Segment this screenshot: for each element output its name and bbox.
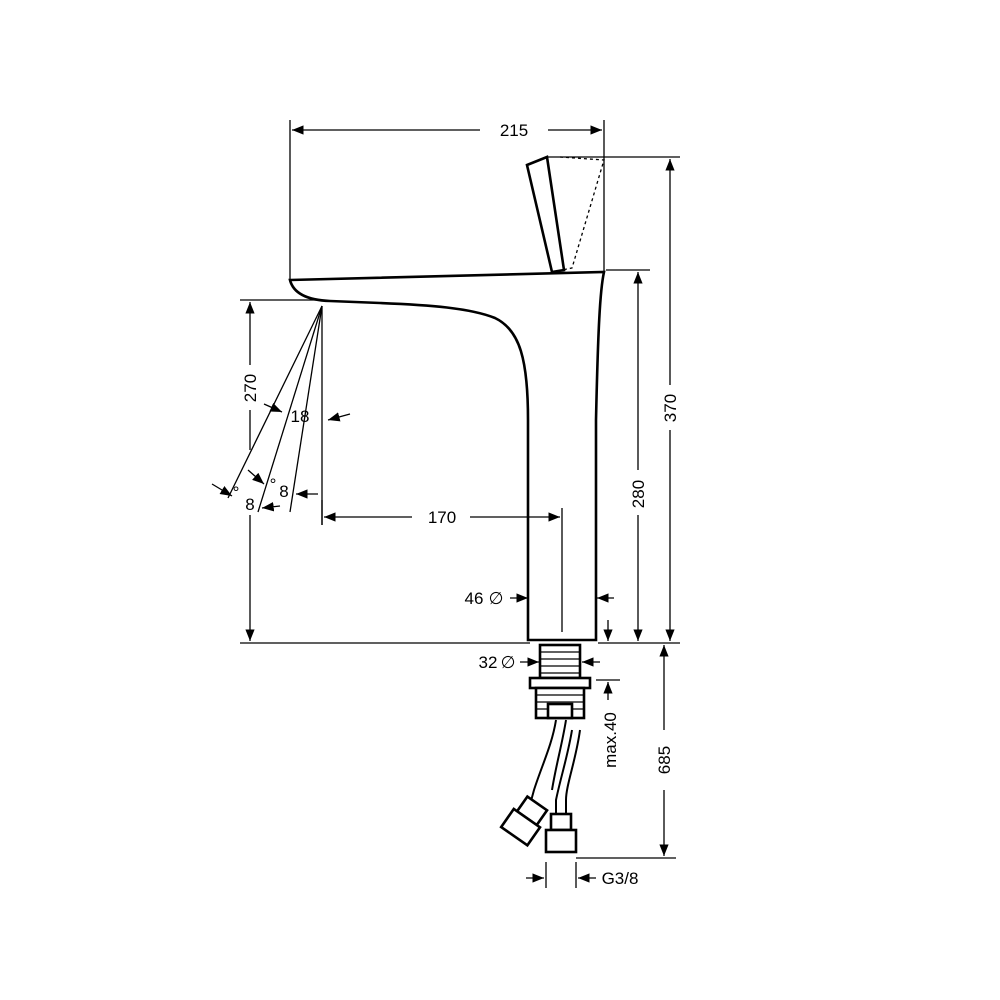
dim-label-angle-left: 8 — [245, 495, 254, 514]
dim-angles-bottom: ° 8 ° 8 — [211, 469, 318, 514]
dim-connector: G3/8 — [526, 862, 638, 888]
diameter-symbol-body: ∅ — [489, 589, 504, 608]
dim-spout-height: 280 — [606, 269, 650, 641]
faucet-outline — [288, 270, 606, 642]
dim-shank-diameter: 32 ∅ — [479, 653, 600, 672]
dim-max-deck: max.40 — [596, 620, 620, 768]
dim-overall-width: 215 — [289, 120, 605, 282]
mounting-bolt — [546, 702, 574, 720]
diameter-symbol-shank: ∅ — [501, 653, 516, 672]
hose-fitting-right — [544, 812, 578, 854]
mounting-shank — [528, 643, 592, 720]
dim-overall-height: 370 — [548, 156, 680, 644]
dim-label-overall-width: 215 — [500, 121, 528, 140]
dim-label-reach: 170 — [428, 508, 456, 527]
dim-label-overall-height: 370 — [661, 394, 680, 422]
dim-body-diameter: 46 ∅ — [465, 589, 614, 608]
hose-left-outer — [551, 719, 567, 791]
supply-hoses — [499, 719, 581, 854]
dim-label-max-deck: max.40 — [601, 712, 620, 768]
hose-left — [527, 719, 557, 813]
faucet-body — [288, 270, 606, 642]
dim-label-shank-diameter: 32 — [479, 653, 498, 672]
degree-symbol-mid: ° — [270, 475, 277, 494]
lever-solid — [525, 155, 566, 274]
lever-open-position — [559, 156, 605, 271]
hose-fitting-left — [499, 794, 549, 848]
spray-fan — [227, 305, 323, 525]
dim-label-spout-drop: 270 — [241, 374, 260, 402]
dim-label-spray-angle: 18 — [291, 407, 310, 426]
lever-handle — [525, 155, 605, 274]
dim-label-body-diameter: 46 — [465, 589, 484, 608]
dim-reach: 170 — [321, 500, 560, 527]
dim-label-connector: G3/8 — [602, 869, 639, 888]
dim-label-hose-length: 685 — [655, 746, 674, 774]
hose-right — [555, 729, 573, 830]
mounting-washer — [528, 676, 592, 690]
dim-spray-angle: 18 — [263, 402, 351, 426]
hose-right-outer — [565, 729, 581, 830]
dim-label-spout-height: 280 — [629, 480, 648, 508]
dim-spout-drop: 270 — [240, 299, 530, 644]
degree-symbol-left: ° — [233, 483, 240, 502]
dim-label-angle-mid: 8 — [279, 482, 288, 501]
dim-hose-length: 685 — [576, 645, 676, 859]
